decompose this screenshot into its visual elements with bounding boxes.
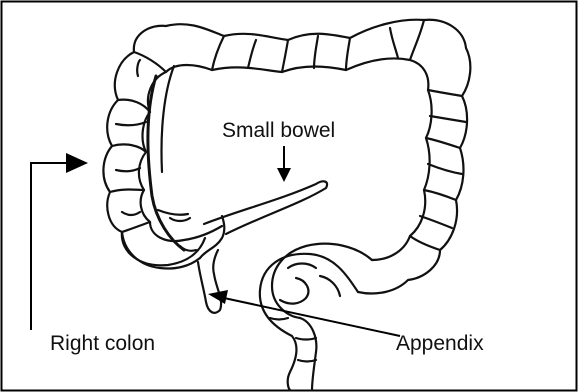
appendix-label: Appendix	[396, 333, 484, 354]
appendix-pointer	[208, 290, 400, 336]
small-bowel-label: Small bowel	[222, 120, 335, 141]
right-colon-pointer	[31, 153, 88, 330]
right-colon-label: Right colon	[50, 333, 155, 354]
large-intestine	[103, 20, 470, 294]
appendix	[198, 250, 221, 313]
small-bowel-pointer	[277, 146, 291, 182]
